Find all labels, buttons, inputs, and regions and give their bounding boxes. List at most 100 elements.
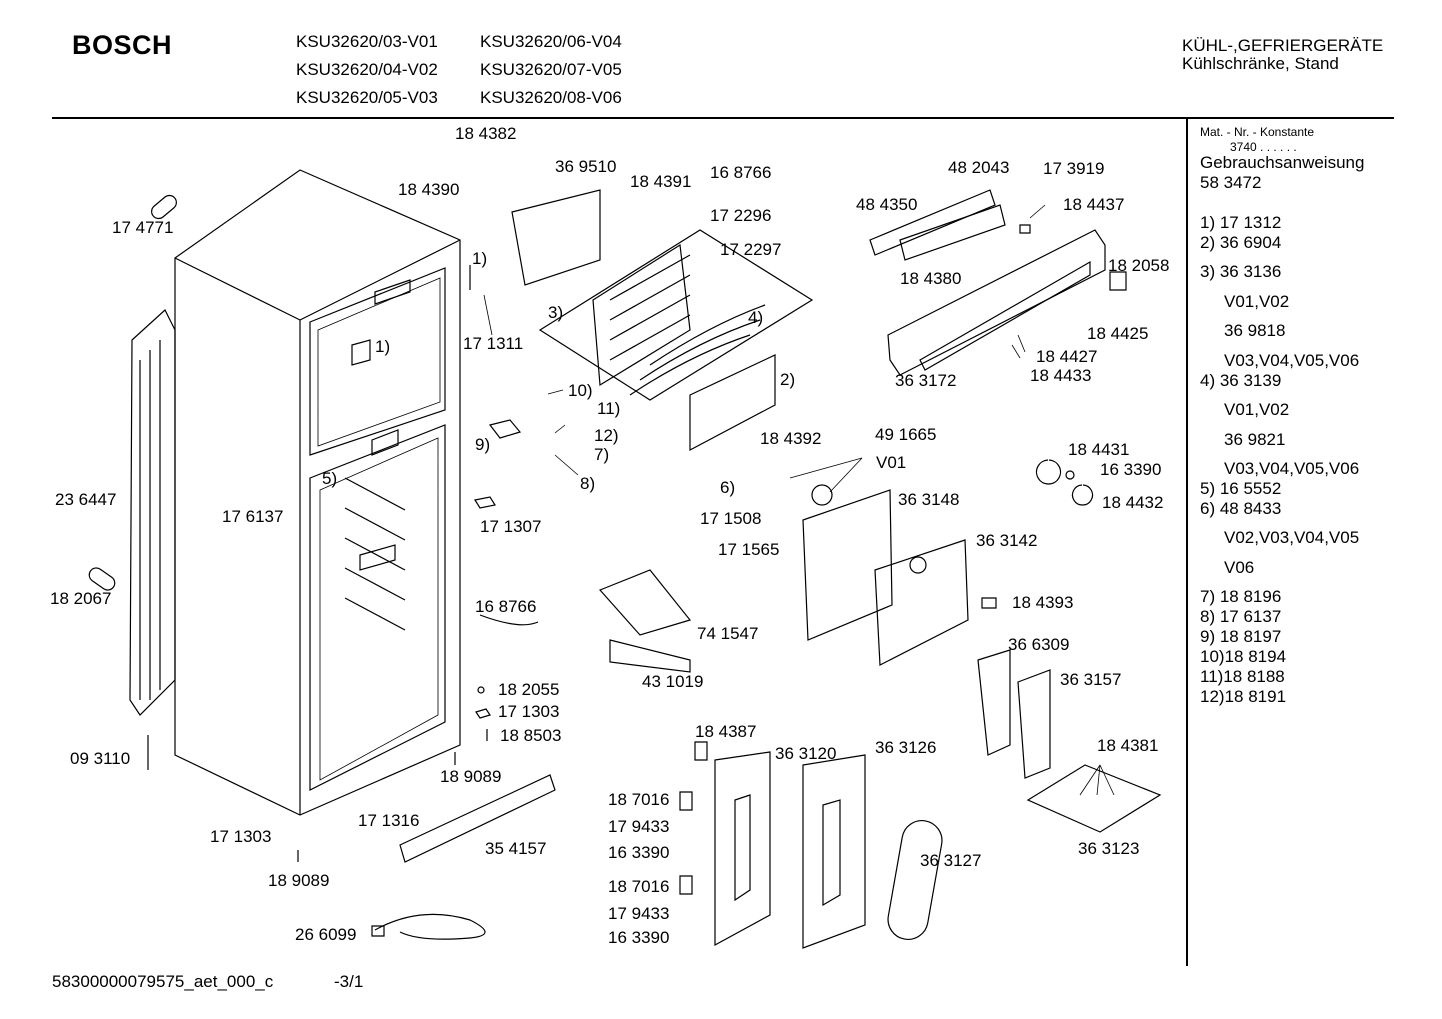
legend-entry: 6) 48 8433 bbox=[1200, 499, 1282, 518]
part-label: 18 4390 bbox=[398, 180, 460, 199]
legend-entry: 36 9821 bbox=[1224, 430, 1286, 449]
part-label: 36 3127 bbox=[920, 851, 982, 870]
part-label: 17 9433 bbox=[608, 817, 670, 836]
part-label: 2) bbox=[780, 370, 796, 389]
legend-entry: 4) 36 3139 bbox=[1200, 371, 1282, 390]
part-label: 18 4392 bbox=[760, 429, 822, 448]
part-label: 18 4437 bbox=[1063, 195, 1125, 214]
part-label: 09 3110 bbox=[70, 749, 131, 768]
legend-entry: 5) 16 5552 bbox=[1200, 479, 1282, 498]
part-label: 23 6447 bbox=[55, 490, 117, 509]
model-number: KSU32620/05-V03 bbox=[296, 88, 438, 107]
part-label: 1) bbox=[375, 337, 391, 356]
legend-entry: V03,V04,V05,V06 bbox=[1224, 459, 1360, 478]
part-label: 48 4350 bbox=[856, 195, 918, 214]
filter-cylinder bbox=[149, 193, 179, 222]
sidebar-divider bbox=[1186, 118, 1188, 966]
part-label: 16 3390 bbox=[1100, 460, 1162, 479]
fittings bbox=[470, 265, 1093, 741]
part-label: 7) bbox=[594, 445, 610, 464]
part-label: 17 1307 bbox=[480, 517, 542, 536]
part-label: 18 7016 bbox=[608, 790, 670, 809]
thermostat-plates bbox=[803, 485, 996, 665]
part-label: 16 8766 bbox=[710, 163, 772, 182]
part-label: 18 4380 bbox=[900, 269, 962, 288]
part-label: 12) bbox=[594, 426, 619, 445]
part-label: 18 4432 bbox=[1102, 493, 1164, 512]
legend-entry: 9) 18 8197 bbox=[1200, 627, 1282, 646]
legend-entry: V02,V03,V04,V05 bbox=[1224, 528, 1360, 547]
legend-entry: 8) 17 6137 bbox=[1200, 607, 1282, 626]
part-label: 17 4771 bbox=[112, 218, 174, 237]
part-label: 16 8766 bbox=[475, 597, 537, 616]
legend-entry: 1) 17 1312 bbox=[1200, 213, 1282, 232]
legend-entry: 2) 36 6904 bbox=[1200, 233, 1282, 252]
power-cord bbox=[372, 914, 485, 939]
part-label: 17 6137 bbox=[222, 507, 284, 526]
part-label: 36 3157 bbox=[1060, 670, 1122, 689]
part-label: 48 2043 bbox=[948, 158, 1010, 177]
part-label: 17 2296 bbox=[710, 206, 772, 225]
part-label: 18 2058 bbox=[1108, 256, 1170, 275]
legend-entry: V06 bbox=[1224, 558, 1255, 577]
part-label: 18 4391 bbox=[630, 172, 692, 191]
part-label: 18 7016 bbox=[608, 877, 670, 896]
category-title: KÜHL-,GEFRIERGERÄTE bbox=[1182, 36, 1384, 55]
part-label: 18 4431 bbox=[1068, 440, 1130, 459]
legend-entry: 10)18 8194 bbox=[1200, 647, 1287, 666]
part-label: 18 4387 bbox=[695, 722, 757, 741]
manual-label: Gebrauchsanweisung bbox=[1200, 153, 1365, 172]
part-label: 36 3142 bbox=[976, 531, 1038, 550]
part-label: 74 1547 bbox=[697, 624, 759, 643]
legend-entry: 12)18 8191 bbox=[1200, 687, 1287, 706]
part-label: 36 9510 bbox=[555, 157, 617, 176]
mat-value: 3740 . . . . . . bbox=[1230, 140, 1297, 154]
evaporator-assembly bbox=[512, 190, 812, 450]
part-label: 18 4433 bbox=[1030, 366, 1092, 385]
part-label: 36 3120 bbox=[775, 744, 837, 763]
legend-entry: V01,V02 bbox=[1224, 292, 1290, 311]
part-label: 16 3390 bbox=[608, 843, 670, 862]
door-parts bbox=[400, 650, 1160, 948]
part-label: 49 1665 bbox=[875, 425, 937, 444]
header-divider bbox=[52, 117, 1394, 119]
mat-label: Mat. - Nr. - Konstante bbox=[1200, 125, 1315, 139]
legend-entry: 11)18 8188 bbox=[1200, 667, 1285, 686]
legend-entry: 7) 18 8196 bbox=[1200, 587, 1282, 606]
part-label: 17 3919 bbox=[1043, 159, 1105, 178]
part-label: 43 1019 bbox=[642, 672, 704, 691]
part-label: 17 1303 bbox=[498, 702, 560, 721]
part-label: 18 4427 bbox=[1036, 347, 1098, 366]
part-label: 18 4425 bbox=[1087, 324, 1149, 343]
part-label: 3) bbox=[548, 303, 564, 322]
part-label: 17 1303 bbox=[210, 827, 272, 846]
legend-entry: V01,V02 bbox=[1224, 400, 1290, 419]
control-panel bbox=[870, 190, 1126, 375]
part-label: 36 3123 bbox=[1078, 839, 1140, 858]
part-label: 18 4382 bbox=[455, 124, 517, 143]
document-id: 58300000079575_aet_000_c bbox=[52, 972, 274, 991]
part-label: 18 2055 bbox=[498, 680, 560, 699]
part-label: 11) bbox=[597, 399, 621, 418]
legend-entry: 3) 36 3136 bbox=[1200, 262, 1282, 281]
filter-cylinder bbox=[87, 565, 118, 593]
part-label: 6) bbox=[720, 478, 736, 497]
category-subtitle: Kühlschränke, Stand bbox=[1182, 54, 1339, 73]
part-label: 18 9089 bbox=[268, 871, 330, 890]
part-label: 18 4393 bbox=[1012, 593, 1074, 612]
legend-entry: V03,V04,V05,V06 bbox=[1224, 351, 1360, 370]
part-label: 18 8503 bbox=[500, 726, 562, 745]
part-label: 16 3390 bbox=[608, 928, 670, 947]
part-label: 17 1565 bbox=[718, 540, 780, 559]
part-label: 36 3126 bbox=[875, 738, 937, 757]
model-number: KSU32620/04-V02 bbox=[296, 60, 438, 79]
part-label: 4) bbox=[748, 308, 764, 327]
part-label: 1) bbox=[472, 249, 488, 268]
part-label: 18 2067 bbox=[50, 589, 112, 608]
part-label: 10) bbox=[568, 381, 593, 400]
part-label: 18 9089 bbox=[440, 767, 502, 786]
part-label: 18 4381 bbox=[1097, 736, 1159, 755]
brand-logo: BOSCH bbox=[72, 30, 173, 60]
page-number: -3/1 bbox=[334, 972, 364, 991]
